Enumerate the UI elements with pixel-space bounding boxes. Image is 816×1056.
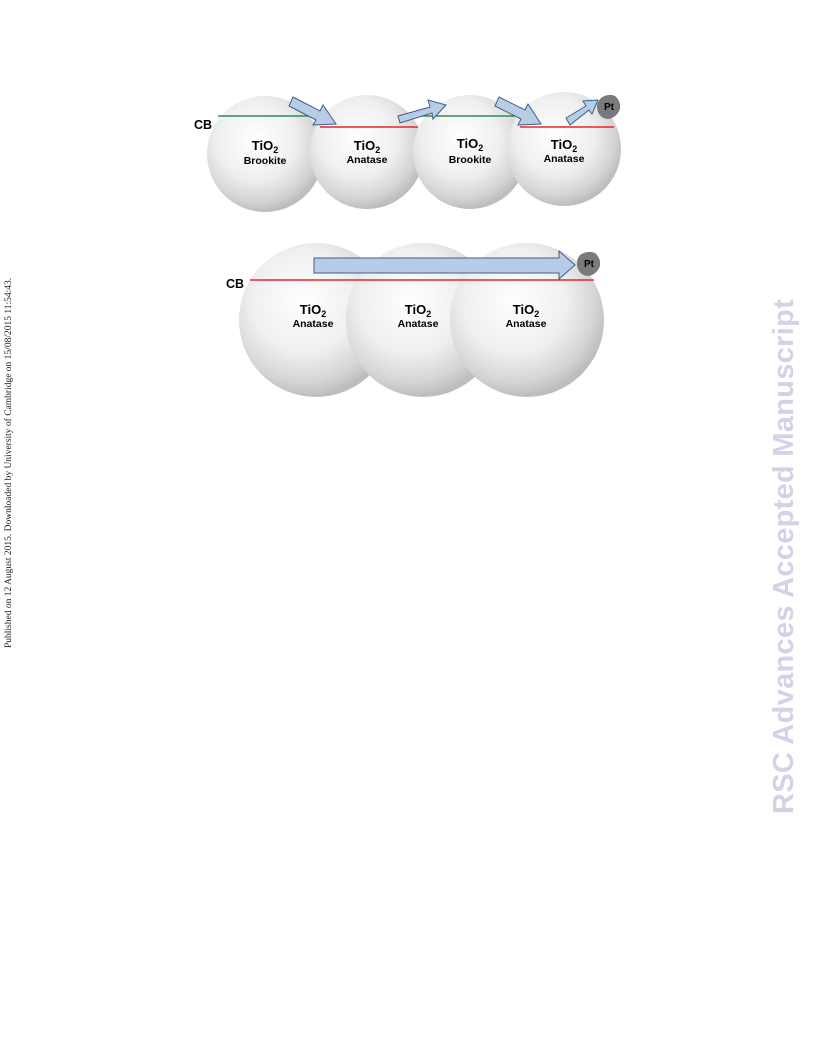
bottom-spheres [239,243,604,397]
bottom-particle-3-formula-sub: 2 [534,309,539,319]
bottom-pt-particle: Pt [576,251,601,276]
bottom-particle-labels: TiO2 Anatase TiO2 Anatase TiO2 Anatase [293,302,547,330]
top-arrow-1 [288,96,337,126]
bottom-particle-1-formula-sub: 2 [321,309,326,319]
top-arrows [288,96,599,126]
top-particle-4: TiO2 Anatase [544,137,585,165]
top-particle-3-formula-main: TiO [457,136,478,151]
top-sphere-3 [413,95,527,209]
top-particle-2-phase: Anatase [347,154,388,166]
top-particle-2-formula: TiO2 [354,138,380,155]
bottom-particle-2-formula: TiO2 [405,302,431,319]
bottom-particle-1-formula: TiO2 [300,302,326,319]
bottom-pt-label: Pt [584,259,595,270]
top-particle-3-formula-sub: 2 [478,143,483,153]
top-pt-blob [597,94,621,119]
top-particle-labels: TiO2 Brookite TiO2 Anatase TiO2 Brookite… [244,136,585,167]
top-cb-label: CB [194,118,212,132]
top-particle-3: TiO2 Brookite [449,136,492,166]
top-pt-particle: Pt [597,94,621,119]
top-particle-4-formula-main: TiO [551,137,572,152]
top-particle-1-formula: TiO2 [252,138,278,155]
top-particle-3-phase: Brookite [449,154,492,166]
top-particle-1-formula-sub: 2 [273,145,278,155]
bottom-particle-3: TiO2 Anatase [506,302,547,330]
top-particle-2-formula-sub: 2 [375,145,380,155]
bottom-particle-3-formula: TiO2 [513,302,539,319]
bottom-sphere-1 [239,243,393,397]
bottom-arrow [313,249,576,281]
top-sphere-1 [207,96,323,212]
bottom-pt-blob [576,251,601,276]
top-sphere-2 [310,95,424,209]
top-particle-2-formula-main: TiO [354,138,375,153]
bottom-diagram: Pt CB TiO2 Anatase TiO2 Anatase TiO2 Ana… [226,243,604,397]
top-particle-3-formula: TiO2 [457,136,483,153]
bottom-particle-3-phase: Anatase [506,318,547,330]
top-particle-2: TiO2 Anatase [347,138,388,166]
top-particle-4-formula: TiO2 [551,137,577,154]
bottom-particle-1: TiO2 Anatase [293,302,334,330]
top-arrow-3 [494,96,542,126]
bottom-particle-1-formula-main: TiO [300,302,321,317]
top-pt-label: Pt [604,102,615,113]
top-particle-1-formula-main: TiO [252,138,273,153]
bottom-particle-2-formula-sub: 2 [426,309,431,319]
top-diagram: Pt CB TiO2 Brookite TiO2 Anatase TiO2 Br… [194,92,621,212]
top-arrow-2 [397,99,447,124]
top-particle-4-formula-sub: 2 [572,144,577,154]
top-particle-4-phase: Anatase [544,153,585,165]
bottom-particle-1-phase: Anatase [293,318,334,330]
bottom-cb-label: CB [226,277,244,291]
bottom-particle-2-phase: Anatase [398,318,439,330]
bottom-particle-2: TiO2 Anatase [398,302,439,330]
top-arrow-4 [565,99,599,126]
bottom-particle-3-formula-main: TiO [513,302,534,317]
bottom-particle-2-formula-main: TiO [405,302,426,317]
bottom-sphere-3 [450,243,604,397]
top-particle-1: TiO2 Brookite [244,138,287,167]
top-particle-1-phase: Brookite [244,155,287,167]
